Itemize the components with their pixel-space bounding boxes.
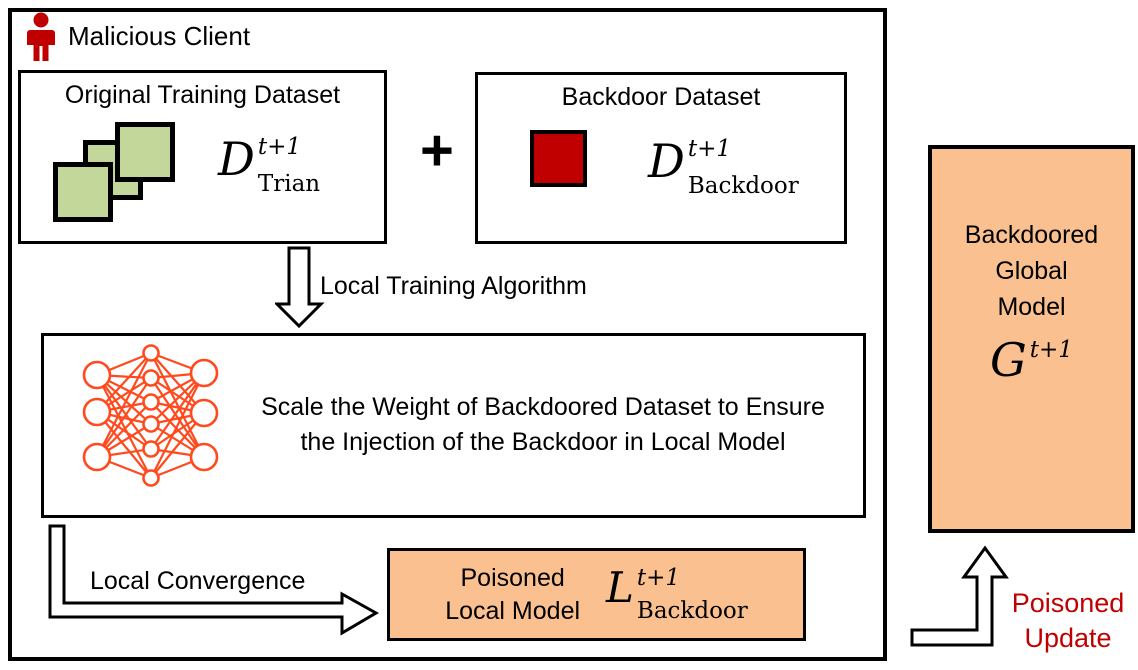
math-base: L bbox=[606, 562, 634, 612]
backdoor-dataset-title: Backdoor Dataset bbox=[561, 83, 761, 111]
poisoned-update-line2: Update bbox=[1024, 623, 1112, 653]
math-superscript: t+1 bbox=[687, 136, 732, 162]
malicious-person-icon bbox=[27, 12, 55, 61]
nn-edges bbox=[96, 351, 205, 480]
up-hollow-arrow-icon bbox=[910, 545, 1009, 647]
math-subscript: Trian bbox=[257, 171, 321, 197]
scale-weight-text: Scale the Weight of Backdoored Dataset t… bbox=[225, 390, 861, 460]
math-superscript: t+1 bbox=[1029, 337, 1073, 363]
l-shaped-right-hollow-arrow-icon bbox=[48, 524, 380, 636]
red-square-icon bbox=[530, 130, 587, 187]
scale-weight-text-line1: Scale the Weight of Backdoored Dataset t… bbox=[261, 393, 825, 421]
math-subscript: Backdoor bbox=[687, 173, 799, 199]
malicious-client-label: Malicious Client bbox=[68, 21, 251, 51]
nn-nodes bbox=[82, 344, 219, 487]
poisoned-local-model-box: Poisoned Local Model L t+1 Backdoor bbox=[387, 548, 806, 641]
math-superscript: t+1 bbox=[257, 134, 302, 160]
poisoned-update-label: Poisoned Update bbox=[1002, 586, 1134, 656]
scale-weight-text-line2: the Injection of the Backdoor in Local M… bbox=[300, 428, 786, 456]
math-base: G bbox=[990, 333, 1027, 387]
backdoored-global-model-box: Backdoored Global Model G t+1 bbox=[928, 145, 1135, 533]
local-convergence-label: Local Convergence bbox=[90, 567, 306, 595]
plus-sign: + bbox=[420, 118, 454, 183]
backdoor-dataset-math: D t+1 Backdoor bbox=[648, 138, 799, 198]
math-subscript: Backdoor bbox=[636, 597, 748, 624]
local-training-algorithm-label: Local Training Algorithm bbox=[320, 272, 587, 300]
poisoned-local-model-line1: Poisoned bbox=[460, 563, 565, 592]
neural-network-icon bbox=[82, 344, 219, 487]
math-base: D bbox=[648, 134, 685, 188]
poisoned-local-model-label: Poisoned Local Model bbox=[445, 562, 580, 628]
stacked-green-squares-icon bbox=[53, 122, 175, 222]
down-hollow-arrow-icon bbox=[275, 246, 325, 329]
global-model-math: G t+1 bbox=[990, 337, 1073, 383]
original-dataset-math: D t+1 Trian bbox=[218, 136, 320, 196]
global-model-line3: Model bbox=[997, 293, 1066, 321]
malicious-client-container bbox=[8, 8, 887, 661]
poisoned-local-model-math: L t+1 Backdoor bbox=[606, 562, 748, 624]
poisoned-update-line1: Poisoned bbox=[1011, 588, 1125, 618]
global-model-line1: Backdoored bbox=[964, 221, 1099, 249]
math-superscript: t+1 bbox=[636, 564, 681, 591]
global-model-line2: Global bbox=[995, 257, 1068, 285]
original-dataset-title: Original Training Dataset bbox=[64, 81, 341, 109]
backdoored-global-model-label: Backdoored Global Model bbox=[932, 217, 1131, 325]
math-base: D bbox=[218, 132, 255, 186]
poisoned-local-model-line2: Local Model bbox=[445, 596, 581, 625]
